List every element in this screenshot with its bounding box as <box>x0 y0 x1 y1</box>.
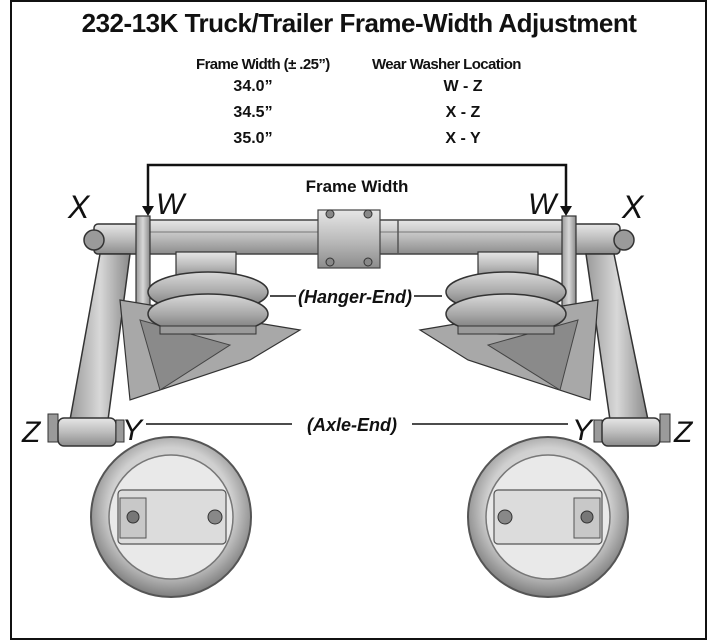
letter-w-left: W <box>156 188 187 221</box>
row-washer-location: X - Z <box>445 104 481 121</box>
suspension-diagram: Frame Width X W W X Z Y Y Z <box>21 163 694 598</box>
letter-y-left: Y <box>122 414 144 447</box>
right-air-spring <box>445 251 567 335</box>
header-frame-width: Frame Width (± .25”) <box>196 56 330 73</box>
row-washer-location: X - Y <box>445 130 481 147</box>
frame-width-label: Frame Width <box>306 177 409 196</box>
left-air-spring <box>147 251 269 335</box>
letter-z-left: Z <box>21 416 42 449</box>
letter-x-left: X <box>67 189 91 225</box>
row-frame-width: 34.0” <box>233 78 273 95</box>
letter-x-right: X <box>621 189 645 225</box>
frame-width-bracket <box>146 163 568 212</box>
left-axle-pivot <box>47 413 125 447</box>
page-title: 232-13K Truck/Trailer Frame-Width Adjust… <box>81 8 637 38</box>
hanger-end-label: (Hanger-End) <box>298 287 412 307</box>
row-frame-width: 35.0” <box>233 130 273 147</box>
letter-w-right: W <box>528 188 559 221</box>
row-frame-width: 34.5” <box>233 104 273 121</box>
row-washer-location: W - Z <box>443 78 483 95</box>
letter-y-right: Y <box>572 414 594 447</box>
letter-z-right: Z <box>673 416 694 449</box>
axle-end-label: (Axle-End) <box>307 415 397 435</box>
right-wheel <box>467 436 629 598</box>
right-arrow-icon <box>560 206 572 216</box>
left-wheel <box>90 436 252 598</box>
right-axle-pivot <box>593 413 671 447</box>
header-washer-location: Wear Washer Location <box>372 56 521 73</box>
left-arrow-icon <box>142 206 154 216</box>
